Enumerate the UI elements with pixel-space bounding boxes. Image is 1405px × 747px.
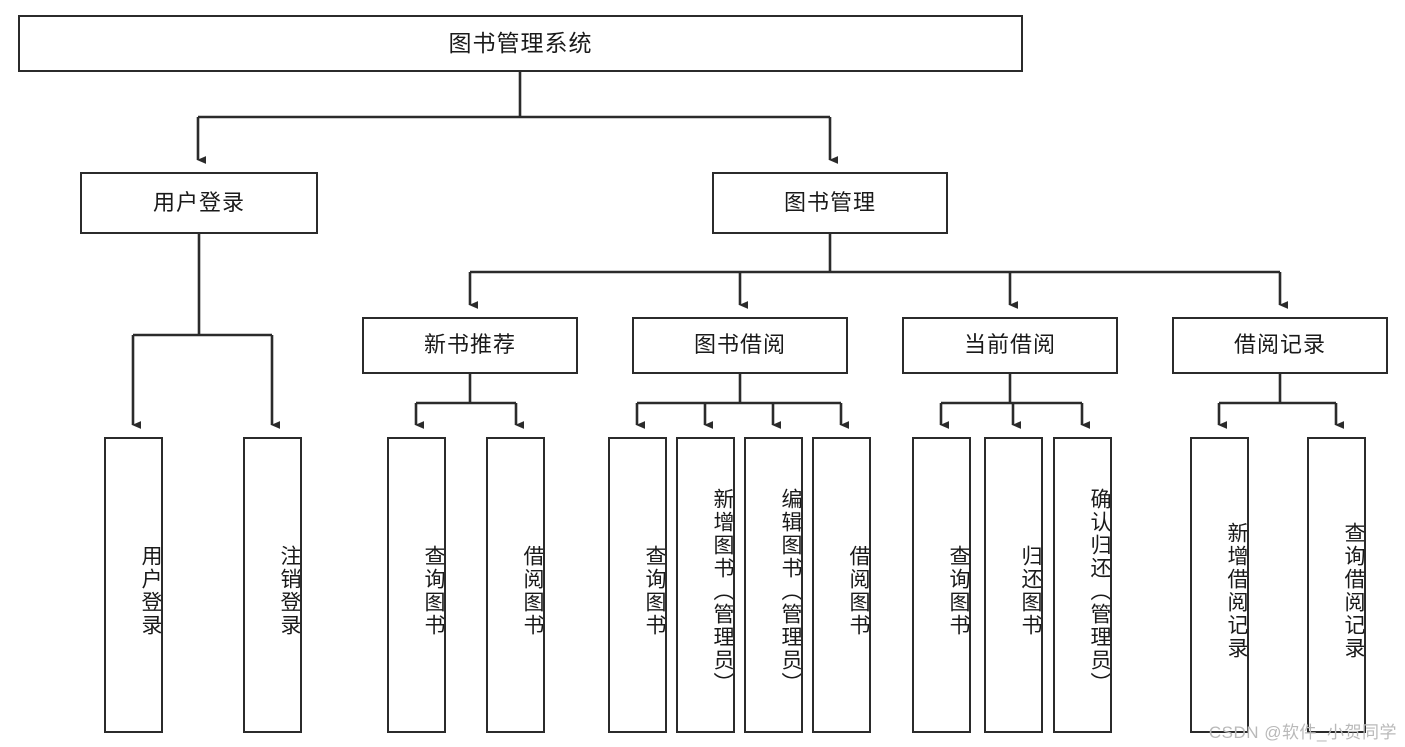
node-label: 用户登录 — [152, 189, 245, 215]
node-label: 当前借阅 — [963, 332, 1056, 358]
node-label: 借阅记录 — [1233, 332, 1326, 358]
node-label: 图书管理系统 — [448, 29, 593, 56]
node-label: 新书推荐 — [423, 332, 516, 358]
node-leaf-confirm-return-admin[interactable]: 确认归还（管理员） — [1053, 437, 1112, 733]
node-label: 查询图书 — [947, 545, 970, 637]
node-label: 查询借阅记录 — [1342, 522, 1365, 660]
node-label: 图书管理 — [783, 189, 876, 215]
node-new-book-recommend[interactable]: 新书推荐 — [362, 317, 578, 374]
node-label: 借阅图书 — [847, 545, 870, 637]
node-user-login[interactable]: 用户登录 — [80, 172, 318, 234]
node-leaf-user-login[interactable]: 用户登录 — [104, 437, 163, 733]
node-label: 新增借阅记录 — [1225, 522, 1248, 660]
node-book-manage[interactable]: 图书管理 — [712, 172, 948, 234]
node-label: 查询图书 — [422, 545, 445, 637]
node-label: 用户登录 — [139, 545, 162, 637]
node-current-borrow[interactable]: 当前借阅 — [902, 317, 1118, 374]
node-borrow-record[interactable]: 借阅记录 — [1172, 317, 1388, 374]
node-label: 借阅图书 — [521, 545, 544, 637]
node-leaf-add-book-admin[interactable]: 新增图书（管理员） — [676, 437, 735, 733]
node-leaf-add-borrow-record[interactable]: 新增借阅记录 — [1190, 437, 1249, 733]
node-leaf-query-book-current[interactable]: 查询图书 — [912, 437, 971, 733]
node-leaf-borrow-book-recommend[interactable]: 借阅图书 — [486, 437, 545, 733]
node-root-system[interactable]: 图书管理系统 — [18, 15, 1023, 72]
node-label: 归还图书 — [1019, 545, 1042, 637]
node-book-borrow[interactable]: 图书借阅 — [632, 317, 848, 374]
node-leaf-query-book-recommend[interactable]: 查询图书 — [387, 437, 446, 733]
node-label: 编辑图书（管理员） — [779, 487, 802, 695]
csdn-watermark: CSDN @软件_小贺同学 — [1208, 723, 1397, 742]
node-label: 查询图书 — [643, 545, 666, 637]
node-leaf-edit-book-admin[interactable]: 编辑图书（管理员） — [744, 437, 803, 733]
node-leaf-query-borrow-record[interactable]: 查询借阅记录 — [1307, 437, 1366, 733]
node-leaf-return-book[interactable]: 归还图书 — [984, 437, 1043, 733]
node-leaf-borrow-book[interactable]: 借阅图书 — [812, 437, 871, 733]
node-leaf-logout[interactable]: 注销登录 — [243, 437, 302, 733]
node-label: 新增图书（管理员） — [711, 487, 734, 695]
node-leaf-query-book-borrow[interactable]: 查询图书 — [608, 437, 667, 733]
node-label: 图书借阅 — [693, 332, 786, 358]
node-label: 注销登录 — [278, 545, 301, 637]
node-label: 确认归还（管理员） — [1088, 487, 1111, 695]
